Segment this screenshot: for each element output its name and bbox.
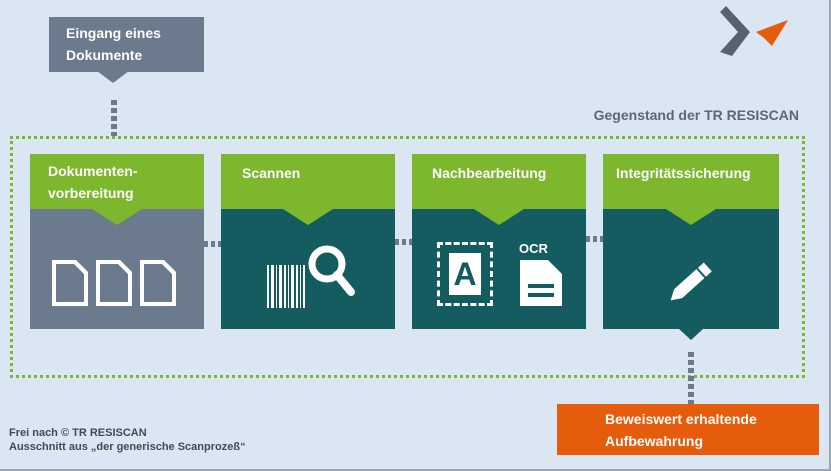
step-3-label: Nachbearbeitung <box>432 165 547 181</box>
connector-input <box>111 100 117 136</box>
step-pointer-4 <box>666 209 716 225</box>
credits-line1: Frei nach © TR RESISCAN <box>9 427 147 439</box>
step-header-1: Dokumenten- vorbereitung <box>30 154 204 209</box>
step-body-4 <box>603 209 779 329</box>
output-box: Beweiswert erhaltende Aufbewahrung <box>557 404 819 455</box>
scope-label: Gegenstand der TR RESISCAN <box>593 107 799 123</box>
input-box-pointer <box>97 71 129 83</box>
output-box-line1: Beweiswert erhaltende <box>605 411 757 427</box>
input-box: Eingang eines Dokumente <box>49 17 204 72</box>
ocr-document-icon <box>520 260 562 306</box>
step-pointer-2 <box>283 209 333 225</box>
step-header-4: Integritätssicherung <box>603 154 779 209</box>
credits: Frei nach © TR RESISCAN Ausschnitt aus „… <box>9 426 246 454</box>
output-box-line2: Aufbewahrung <box>605 433 703 449</box>
barcode-search-icon <box>267 245 355 308</box>
step-1-line2: vorbereitung <box>48 185 134 201</box>
credits-line2: Ausschnitt aus „der generische Scanproze… <box>9 441 246 453</box>
step-4-label: Integritätssicherung <box>616 165 751 181</box>
ocr-label: OCR <box>519 241 548 256</box>
input-box-line2: Dokumente <box>66 47 143 63</box>
logo-icon <box>720 6 788 56</box>
connector-3-4 <box>586 236 603 242</box>
step-1-line1: Dokumenten- <box>48 163 138 179</box>
step-2-label: Scannen <box>242 165 301 181</box>
ocr-selection-icon: A <box>437 242 493 306</box>
step-pointer-3 <box>474 209 524 225</box>
input-box-line1: Eingang eines <box>66 25 161 41</box>
step-body-2 <box>221 209 395 329</box>
ocr-letter: A <box>449 253 481 295</box>
step-header-3: Nachbearbeitung <box>412 154 586 209</box>
scope-frame <box>10 136 805 378</box>
pencil-icon <box>670 262 712 301</box>
connector-1-2 <box>204 241 221 247</box>
step-4-down-pointer <box>679 329 703 340</box>
connector-2-3 <box>395 239 412 245</box>
step-header-2: Scannen <box>221 154 395 209</box>
documents-icon <box>52 260 176 306</box>
connector-output <box>688 352 694 404</box>
